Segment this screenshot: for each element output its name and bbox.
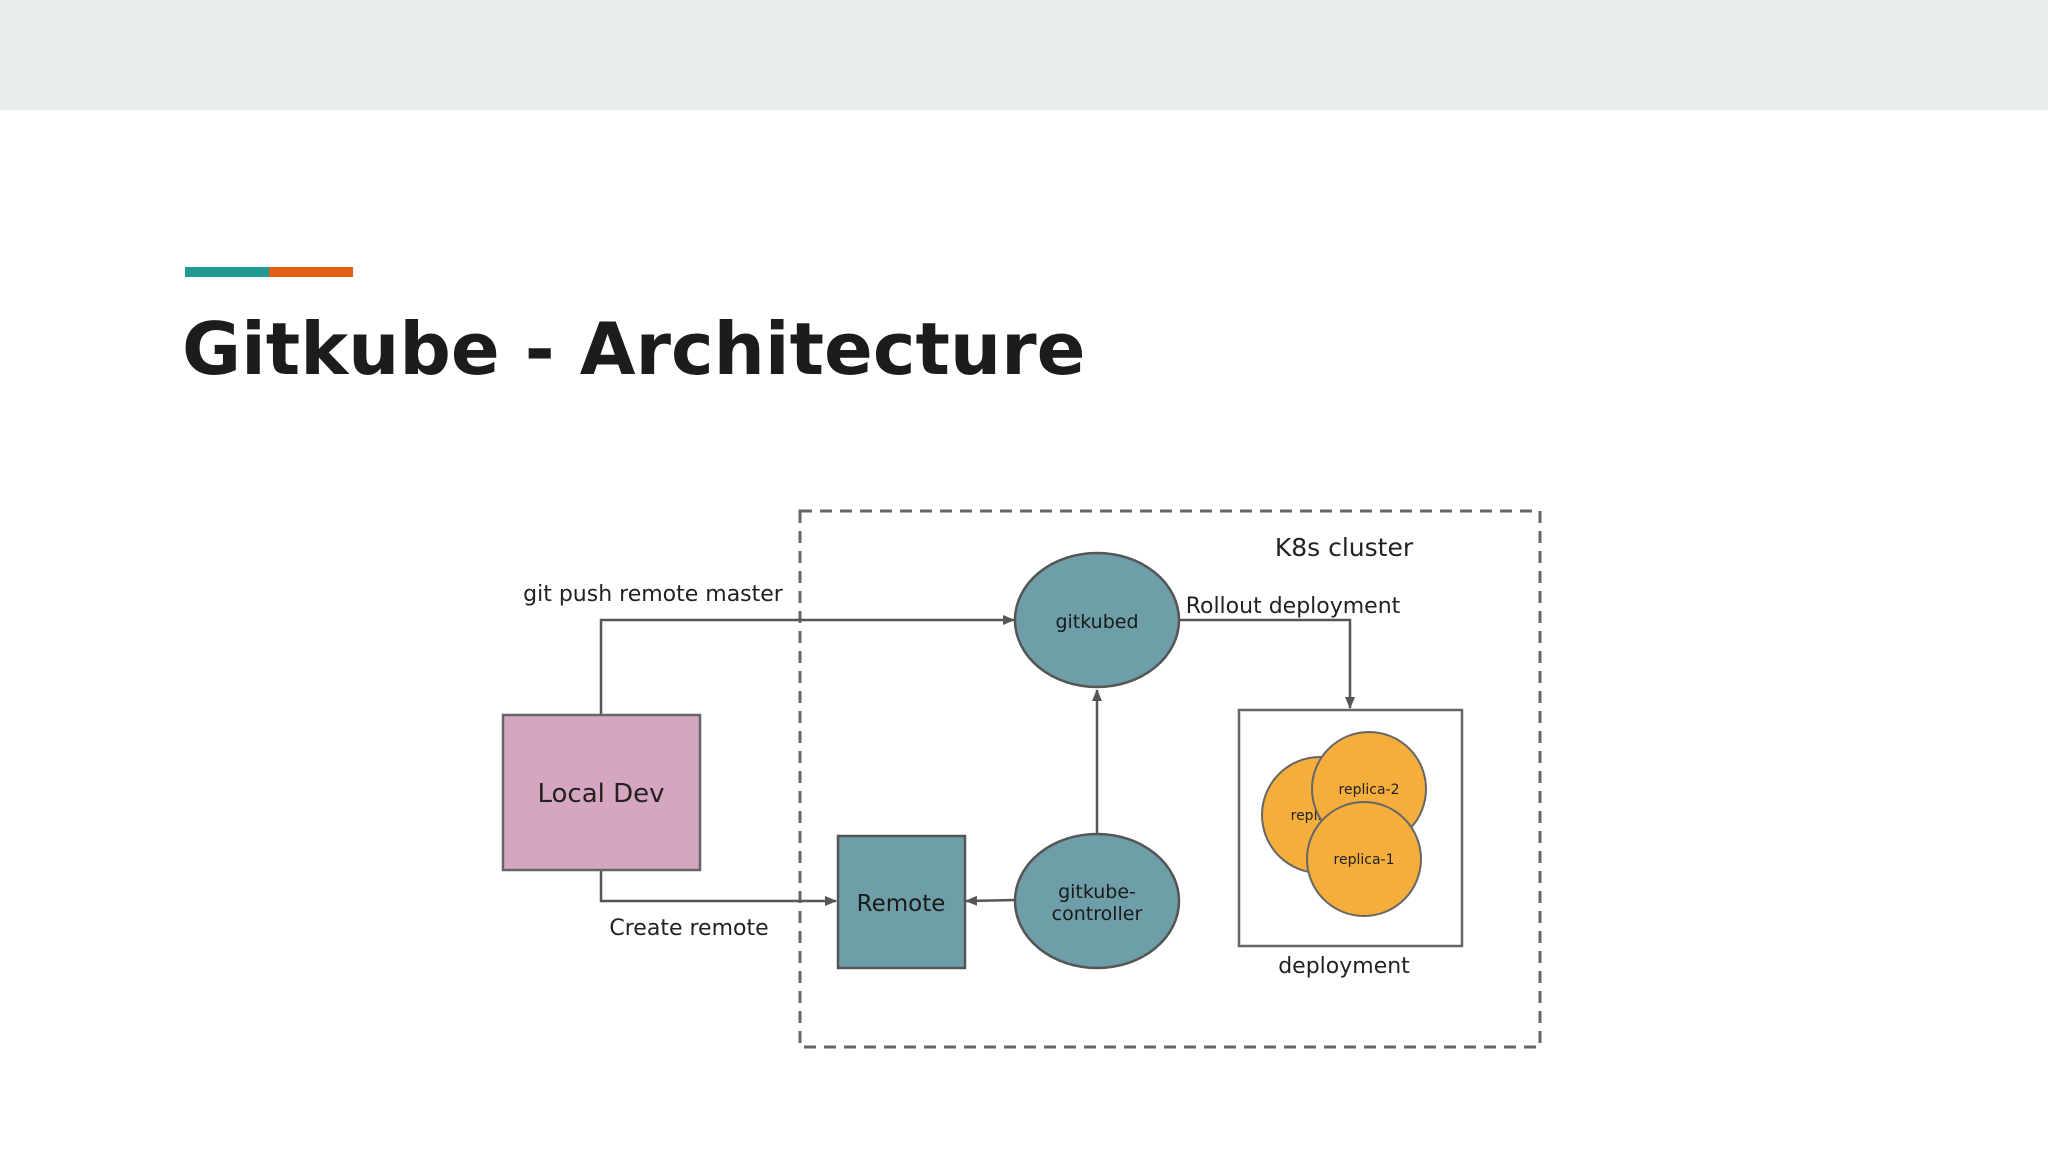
local-dev-label: Local Dev: [537, 779, 664, 809]
accent-teal-segment: [185, 267, 269, 277]
k8s-cluster-boundary: [798, 509, 1542, 1049]
deployment-label: deployment: [1278, 954, 1410, 979]
git-push-edge: [599, 615, 1015, 715]
gitkubed-node: [1013, 551, 1181, 689]
rollout-label: Rollout deployment: [1186, 594, 1401, 619]
replica-back-label: repli: [1291, 808, 1322, 824]
create-remote-label: Create remote: [609, 916, 768, 941]
top-band: [0, 0, 2048, 110]
gitkubed-label: gitkubed: [1055, 611, 1138, 633]
gitkube-controller-node: [1013, 832, 1181, 970]
create-remote-edge: [599, 870, 837, 906]
replica-2-label: replica-2: [1339, 782, 1400, 798]
slide-title: Gitkube - Architecture: [182, 307, 1086, 391]
remote-node: [836, 834, 967, 970]
replica-1-label: replica-1: [1334, 852, 1395, 868]
git-push-label: git push remote master: [523, 582, 784, 607]
accent-orange-segment: [269, 267, 353, 277]
gitkube-controller-label-line2: controller: [1052, 903, 1143, 925]
title-accent-bar: [185, 267, 353, 277]
local-dev-node: [501, 713, 702, 872]
gitkube-controller-label-line1: gitkube-: [1058, 881, 1136, 903]
remote-label: Remote: [857, 891, 946, 917]
controller-to-remote-edge: [965, 895, 1017, 906]
rollout-edge: [1180, 618, 1355, 709]
k8s-cluster-label: K8s cluster: [1275, 533, 1414, 562]
replica-1-node: [1306, 801, 1422, 917]
